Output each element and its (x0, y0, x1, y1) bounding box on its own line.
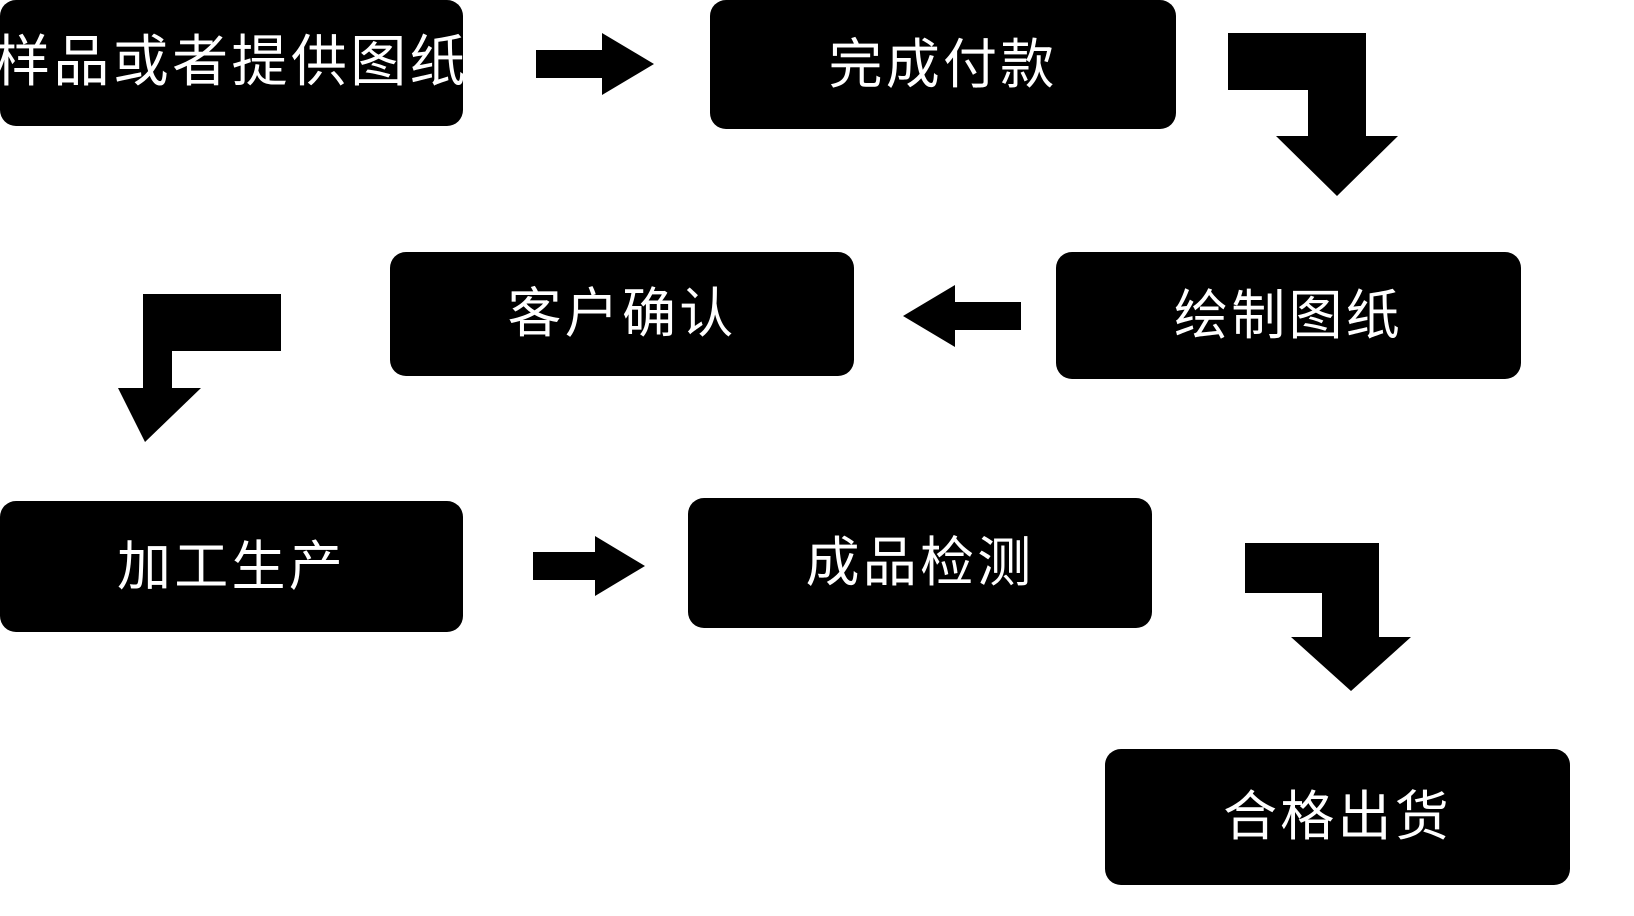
connector-payment-to-drawing (1228, 33, 1398, 196)
arrow-right-icon (536, 33, 654, 95)
node-payment[interactable]: 完成付款 (710, 0, 1176, 129)
connector-inspect-to-ship (1245, 543, 1411, 691)
node-ship-label: 合格出货 (1223, 785, 1452, 848)
node-sample[interactable]: 样品或者提供图纸 (0, 0, 466, 126)
connector-drawing-to-confirm (903, 285, 1021, 347)
node-payment-label: 完成付款 (828, 32, 1058, 96)
node-inspect[interactable]: 成品检测 (688, 498, 1152, 628)
node-drawing-label: 绘制图纸 (1174, 283, 1403, 347)
node-inspect-label: 成品检测 (805, 531, 1035, 594)
arrow-left-icon (903, 285, 1021, 347)
node-sample-label: 样品或者提供图纸 (0, 30, 469, 95)
elbow-arrow-right-down-icon (1228, 33, 1398, 196)
elbow-arrow-right-down-icon (1245, 543, 1411, 691)
connector-produce-to-inspect (533, 536, 645, 596)
node-confirm-label: 客户确认 (507, 282, 737, 345)
arrow-right-icon (533, 536, 645, 596)
elbow-arrow-left-down-icon (118, 294, 281, 442)
connector-confirm-to-produce (118, 294, 281, 442)
node-ship[interactable]: 合格出货 (1105, 749, 1570, 885)
node-confirm[interactable]: 客户确认 (390, 252, 854, 376)
node-drawing[interactable]: 绘制图纸 (1056, 252, 1521, 379)
connector-sample-to-payment (536, 33, 654, 95)
node-produce[interactable]: 加工生产 (0, 501, 463, 632)
node-produce-label: 加工生产 (117, 534, 346, 598)
